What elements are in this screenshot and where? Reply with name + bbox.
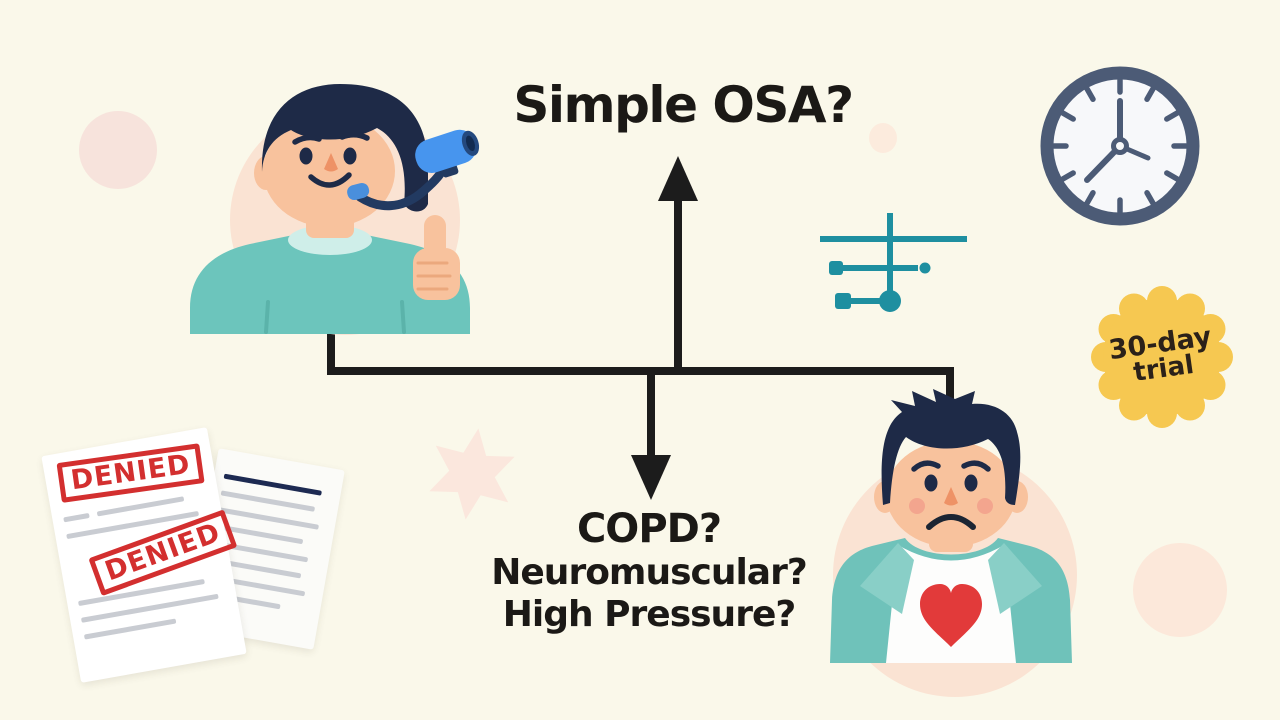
- titration-diagram-icon: [820, 213, 967, 312]
- question-copd: COPD?: [576, 506, 722, 552]
- question-neuromuscular: Neuromuscular?: [491, 552, 807, 593]
- clock-icon: [1040, 66, 1200, 226]
- badge-line-2: trial: [1131, 350, 1196, 389]
- cpap-mouthpiece: [347, 182, 370, 201]
- question-high-pressure: High Pressure?: [502, 594, 797, 636]
- decorative-circle-topleft: [79, 111, 157, 189]
- denied-documents: DENIED DENIED: [41, 427, 380, 710]
- questions-complex-group: COPD? Neuromuscular? High Pressure?: [491, 506, 807, 637]
- decorative-dot: [869, 123, 897, 153]
- heart-icon: [920, 584, 982, 647]
- cpap-tube: [355, 161, 450, 211]
- badge-scallop: [1091, 286, 1233, 428]
- trial-badge-text: 30-day trial: [1076, 271, 1248, 443]
- frown: [926, 514, 976, 530]
- patient-hair: [881, 389, 1021, 505]
- denied-stamp-2: DENIED: [88, 509, 238, 597]
- question-simple-osa: Simple OSA?: [513, 76, 854, 134]
- denied-stamp-1: DENIED: [56, 443, 206, 504]
- star-shape: [429, 428, 515, 520]
- patient-hair: [261, 84, 428, 212]
- down-arrow-icon: [631, 371, 671, 500]
- smile: [308, 172, 352, 188]
- cpap-device: [415, 129, 480, 178]
- up-arrow-icon: [658, 156, 698, 371]
- patient-shirt: [190, 233, 470, 334]
- decorative-circle-bottomright: [1133, 543, 1227, 637]
- trial-badge: 30-day trial: [1086, 281, 1238, 433]
- thumbs-up-hand: [413, 215, 460, 300]
